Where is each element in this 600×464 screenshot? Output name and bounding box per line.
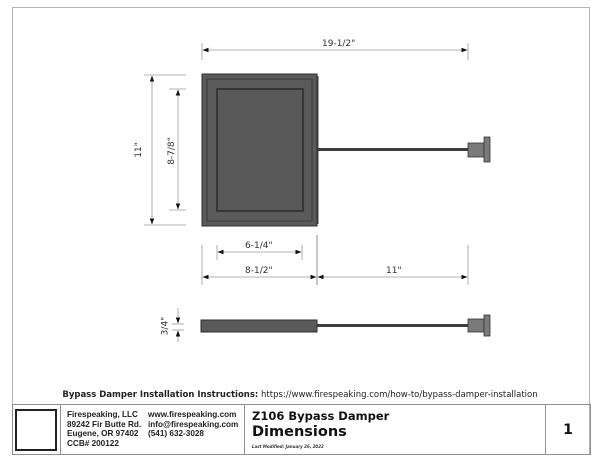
installation-instructions: Bypass Damper Installation Instructions:… bbox=[0, 390, 600, 400]
dimension-inner-height bbox=[169, 88, 186, 211]
instructions-url[interactable]: https://www.firespeaking.com/how-to/bypa… bbox=[261, 390, 538, 400]
title-block-divider bbox=[545, 404, 546, 455]
label-inner-height: 8-7/8" bbox=[166, 137, 177, 165]
page-number: 1 bbox=[563, 421, 573, 438]
damper-side-view bbox=[200, 314, 491, 337]
contact-info: www.firespeaking.com info@firespeaking.c… bbox=[148, 410, 238, 439]
company-email[interactable]: info@firespeaking.com bbox=[148, 419, 239, 429]
damper-rod-handle bbox=[318, 136, 491, 163]
title-block bbox=[12, 404, 591, 455]
dimension-bottom bbox=[201, 235, 469, 285]
company-ccb: CCB# 200122 bbox=[67, 438, 119, 448]
company-phone: (541) 632-3028 bbox=[148, 429, 204, 439]
dimension-thickness bbox=[172, 308, 184, 342]
label-plate-width: 8-1/2" bbox=[245, 266, 273, 276]
label-rod-length: 11" bbox=[386, 266, 402, 276]
company-info: Firespeaking, LLC 89242 Fir Butte Rd. Eu… bbox=[67, 410, 141, 448]
title-block-divider bbox=[590, 404, 591, 455]
last-modified: Last Modified: January 26, 2022 bbox=[252, 444, 324, 449]
dimension-overall-height bbox=[144, 74, 186, 226]
title-block-divider bbox=[244, 404, 245, 455]
title-block-divider bbox=[12, 404, 13, 455]
dimension-overall-width bbox=[201, 43, 469, 60]
sheet-title: Dimensions bbox=[252, 424, 347, 440]
title-block-divider bbox=[60, 404, 61, 455]
company-street: 89242 Fir Butte Rd. bbox=[67, 419, 142, 429]
label-thickness: 3/4" bbox=[160, 316, 171, 336]
damper-plate bbox=[201, 73, 319, 227]
label-overall-width: 19-1/2" bbox=[322, 39, 356, 49]
instructions-label: Bypass Damper Installation Instructions: bbox=[62, 390, 259, 400]
product-name: Z106 Bypass Damper bbox=[252, 409, 390, 423]
label-inner-width: 6-1/4" bbox=[245, 241, 273, 251]
company-city: Eugene, OR 97402 bbox=[67, 429, 139, 439]
label-overall-height: 11" bbox=[133, 142, 144, 158]
firespeaking-logo bbox=[15, 409, 57, 451]
company-name: Firespeaking, LLC bbox=[67, 410, 138, 419]
company-website[interactable]: www.firespeaking.com bbox=[148, 410, 237, 419]
